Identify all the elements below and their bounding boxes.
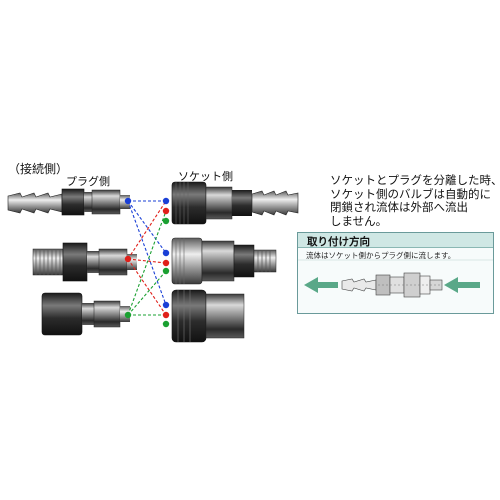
install-direction-panel: 取り付け方向 流体はソケット側からプラグ側に流します。: [297, 232, 494, 314]
socket-side-label: ソケット側: [178, 170, 233, 183]
valve-description: ソケットとプラグを分離した時、 ソケット側のバルブは自動的に 閉鎖され流体は外部…: [330, 173, 500, 228]
install-panel-note: 流体はソケット側からプラグ側に流します。: [306, 251, 456, 260]
coupling-cross-section: [341, 272, 443, 298]
connector-dots: [124, 197, 170, 328]
install-illustration: [298, 259, 493, 298]
install-panel-title: 取り付け方向: [307, 236, 370, 248]
flow-arrow-icon: [304, 277, 338, 293]
description-line: しません。: [330, 213, 388, 228]
female-thread-socket: [171, 289, 245, 343]
description-line: 閉鎖され流体は外部へ流出: [330, 200, 468, 214]
plug-side-label: プラグ側: [66, 175, 110, 188]
male-thread-plug: [32, 242, 137, 282]
hose-barb-socket: [171, 181, 299, 225]
flow-arrow-icon: [444, 277, 480, 293]
female-thread-plug: [41, 292, 130, 336]
description-line: ソケット側のバルブは自動的に: [330, 186, 491, 201]
connection-side-label: （接続側）: [8, 162, 69, 176]
install-panel-header: 取り付け方向: [298, 233, 493, 248]
connection-lines: [127, 200, 167, 316]
hose-barb-plug: [7, 188, 130, 216]
male-thread-socket: [171, 237, 277, 285]
description-line: ソケットとプラグを分離した時、: [330, 173, 500, 187]
